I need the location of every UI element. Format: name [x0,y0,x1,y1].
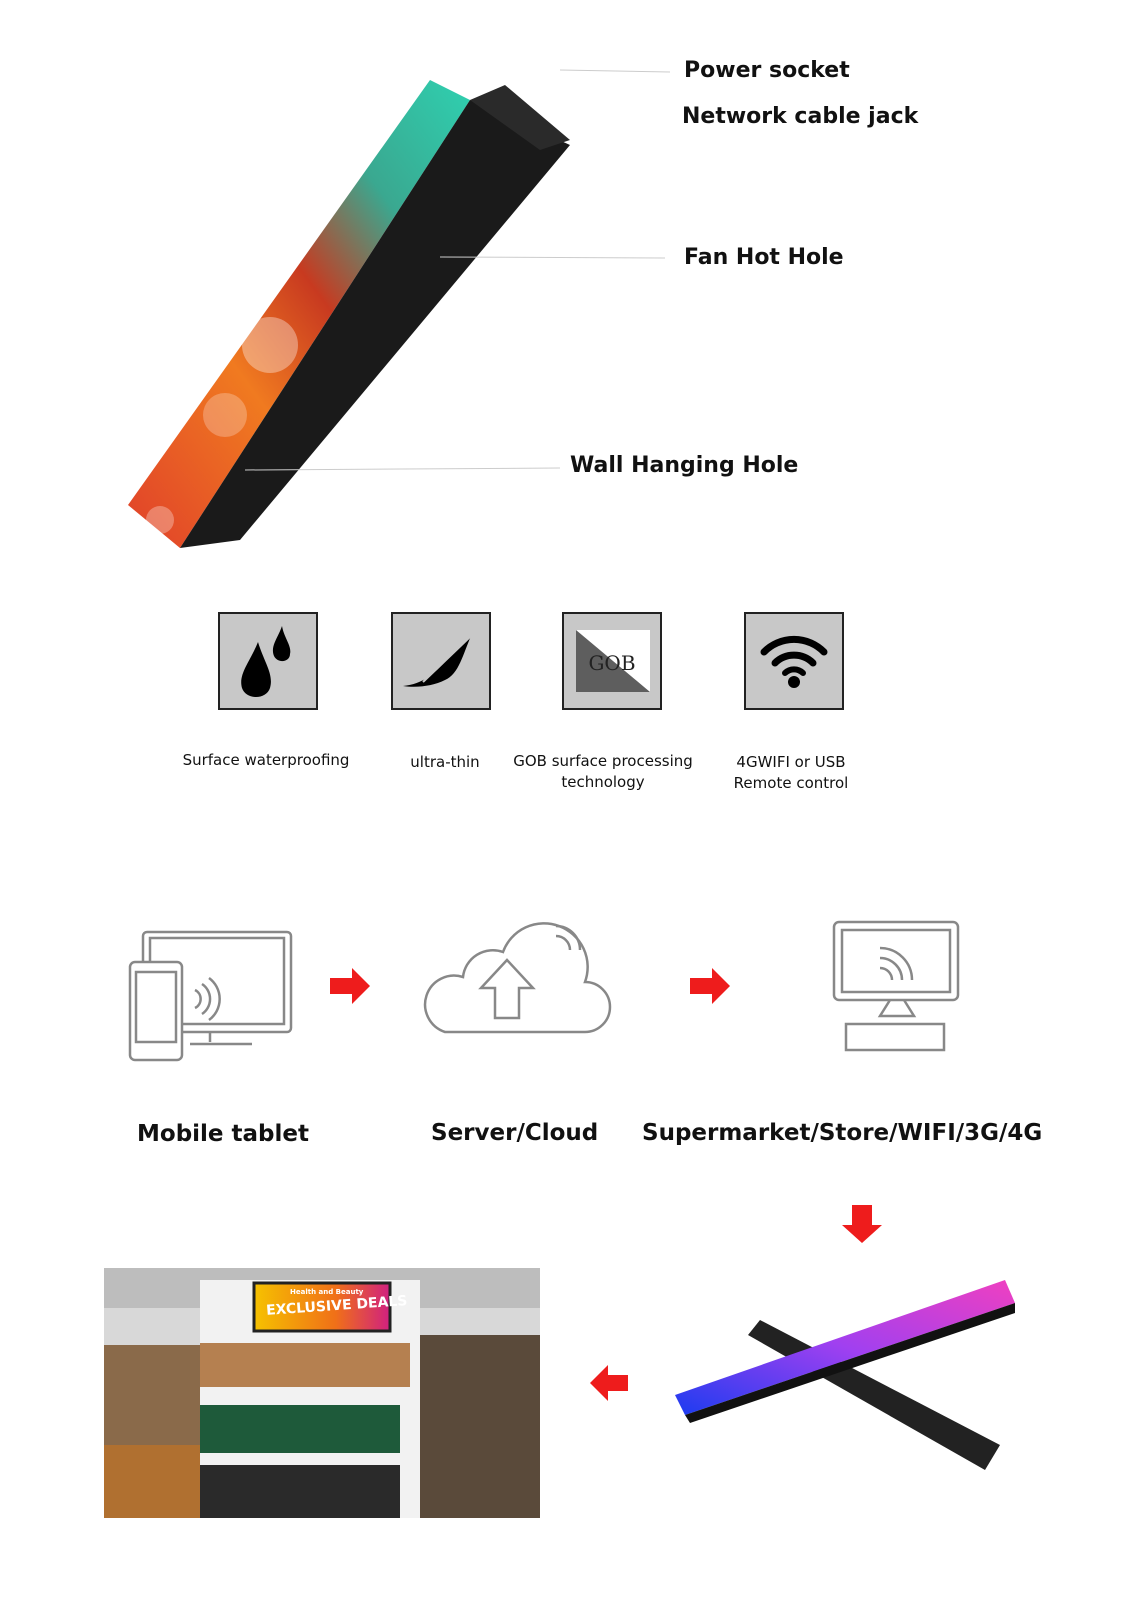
feature-gob: GOB [562,612,662,710]
down-arrow-icon [842,1205,882,1243]
bottom-illustration [104,1205,1015,1518]
product-bar-illustration [128,69,671,548]
left-arrow-icon [590,1365,628,1401]
store-monitor-icon [832,920,960,1052]
feature-wifi [744,612,844,710]
flow-step-label: Supermarket/Store/WIFI/3G/4G [642,1120,1043,1146]
right-arrow-icon [330,968,370,1004]
svg-text:GOB: GOB [588,651,635,675]
gob-icon: GOB [576,630,650,692]
water-drops-icon [241,626,291,697]
flow-diagram [128,920,960,1062]
flow-step-label: Server/Cloud [431,1120,599,1146]
feature-label: Surface waterproofing [182,751,350,769]
feature-waterproof [218,612,318,710]
flow-step-label: Mobile tablet [137,1121,309,1147]
feature-ultrathin [391,612,491,710]
feature-label: ultra-thin [410,753,480,771]
store-screen-subtitle: Health and Beauty [290,1288,364,1296]
right-arrow-icon [690,968,730,1004]
callout-wall-hole: Wall Hanging Hole [570,453,799,478]
callout-power-socket: Power socket [684,58,850,83]
tablet-monitor-icon [128,930,293,1062]
cloud-upload-icon [423,922,612,1034]
feature-label: GOB surface processing technology [513,752,693,791]
wifi-icon [760,635,828,688]
feather-icon [403,635,472,687]
callout-network-jack: Network cable jack [682,104,919,129]
callout-fan-hole: Fan Hot Hole [684,245,844,270]
store-shelf-photo [104,1268,540,1518]
feature-label: 4GWIFI or USB Remote control [733,753,849,792]
